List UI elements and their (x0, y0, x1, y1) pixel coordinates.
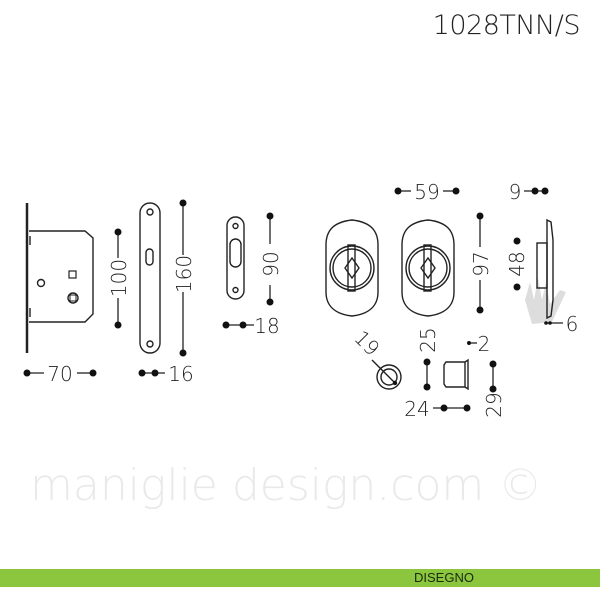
dim-rose-height: 97 (469, 251, 493, 276)
lock-body-drawing (25, 203, 94, 353)
strike-plate-drawing (226, 216, 245, 300)
hand-icon (525, 278, 566, 324)
footer-bar: DISEGNO (0, 569, 600, 587)
cylinder-drawing (443, 358, 469, 391)
dim-faceplate-height: 160 (172, 255, 196, 293)
dim-rose-width: 59 (414, 180, 439, 204)
product-code: 1028TNN/S (432, 10, 581, 41)
side-view-drawing (536, 218, 554, 320)
dim-side-thickness: 9 (509, 180, 522, 204)
dim-strike-width: 18 (254, 314, 279, 338)
dim-side-base: 6 (566, 312, 579, 336)
dim-faceplate-width: 16 (168, 362, 193, 386)
dimension-dots (23, 187, 552, 412)
dim-turn-height: 48 (505, 251, 529, 276)
escutcheon-drawing (325, 219, 455, 317)
dim-ring-diameter: 19 (349, 326, 384, 361)
dim-lock-height: 100 (107, 259, 131, 297)
dimension-lines (27, 190, 563, 409)
faceplate-drawing (139, 202, 161, 354)
dim-cylinder-width: 24 (404, 397, 429, 421)
watermark: maniglie design.com © (30, 460, 542, 511)
ring-drawing (371, 359, 402, 390)
dim-cylinder-outer: 29 (482, 392, 506, 417)
dim-cylinder-lip: 2 (478, 332, 491, 356)
footer-label: DISEGNO (414, 570, 474, 585)
dim-cylinder-height: 25 (416, 327, 440, 352)
dim-strike-height: 90 (259, 251, 283, 276)
dim-lock-width: 70 (47, 362, 72, 386)
